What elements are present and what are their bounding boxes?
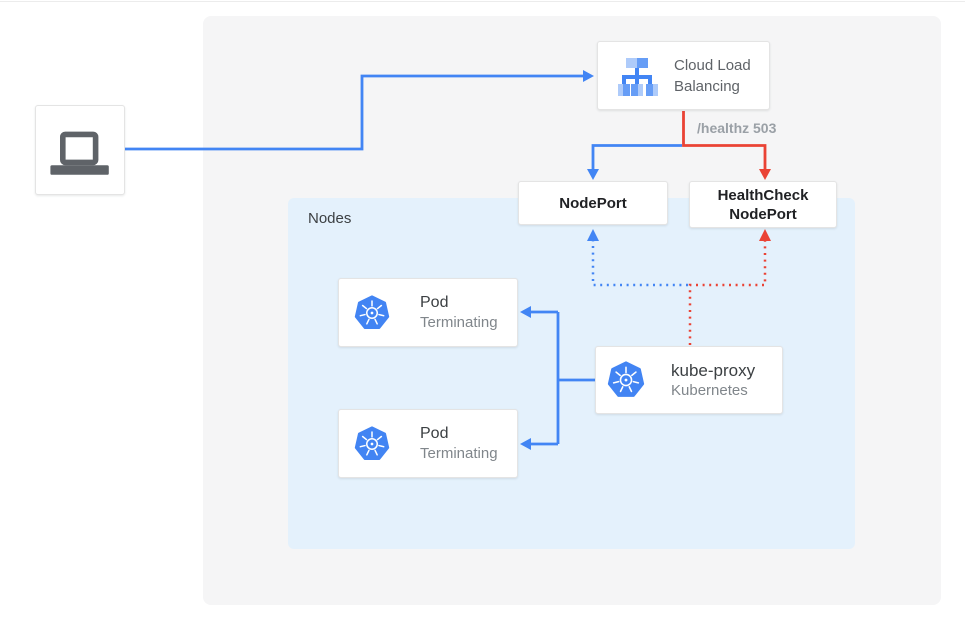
pod-2-status: Terminating: [420, 445, 498, 462]
client-node: [35, 105, 125, 195]
nodeport-node: NodePort: [518, 181, 668, 225]
kubernetes-icon: [354, 294, 390, 329]
kubernetes-icon: [354, 425, 390, 460]
cloud-load-balancing-node: Cloud Load Balancing: [597, 41, 770, 110]
healthcheck-nodeport-node: HealthCheck NodePort: [689, 181, 837, 228]
healthcheck-nodeport-label-line1: HealthCheck: [717, 186, 809, 204]
laptop-icon: [50, 131, 109, 175]
load-balancer-icon: [618, 57, 658, 96]
clb-label: Cloud Load Balancing: [674, 56, 751, 95]
pod-2-node: Pod Terminating: [338, 409, 518, 478]
kube-proxy-node: kube-proxy Kubernetes: [595, 346, 783, 414]
kubernetes-icon: [607, 361, 645, 397]
healthz-status-label: /healthz 503: [697, 120, 777, 136]
top-divider: [0, 1, 965, 2]
pod-2-title: Pod: [420, 425, 449, 442]
healthcheck-nodeport-label-line2: NodePort: [729, 205, 797, 223]
pod-1-status: Terminating: [420, 314, 498, 331]
kube-proxy-subtitle: Kubernetes: [671, 381, 748, 399]
kube-proxy-title: kube-proxy: [671, 360, 756, 380]
pod-1-title: Pod: [420, 294, 449, 311]
nodes-group-label: Nodes: [308, 210, 352, 227]
pod-1-node: Pod Terminating: [338, 278, 518, 347]
nodeport-label: NodePort: [559, 194, 627, 212]
